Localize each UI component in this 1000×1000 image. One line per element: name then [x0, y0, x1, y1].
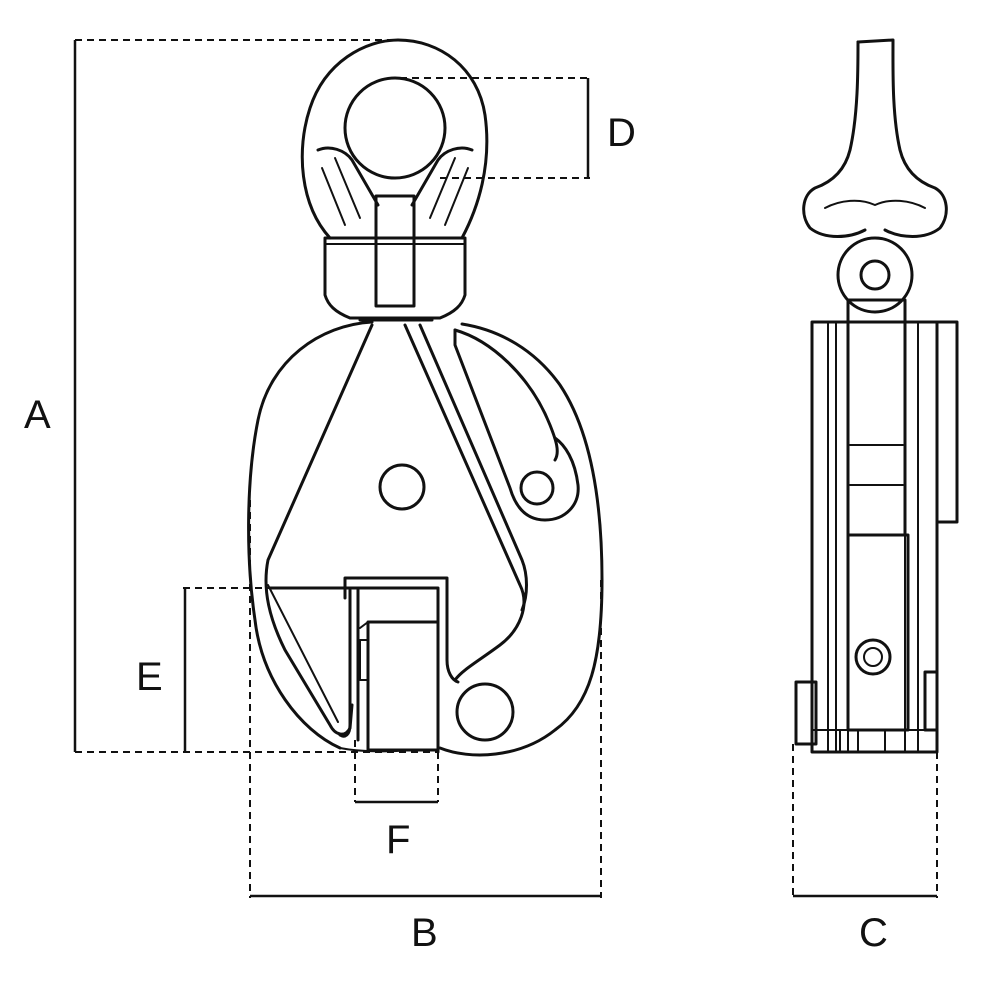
clamp-side-view: [794, 38, 959, 754]
dimension-lines: [73, 39, 938, 898]
jaw-opening: [268, 576, 460, 754]
shackle-ring: [300, 38, 489, 240]
dimension-label-e: E: [136, 655, 163, 699]
clamp-front-view: [247, 38, 604, 757]
lower-pin: [455, 682, 515, 742]
cam-arm: [264, 323, 374, 736]
side-plates: [810, 298, 959, 754]
dimension-label-c: C: [859, 911, 888, 955]
shackle-side: [802, 38, 948, 314]
pivot-pin: [378, 463, 426, 511]
dimension-label-f: F: [386, 818, 411, 862]
clamp-body: [247, 320, 604, 757]
dimension-label-b: B: [411, 911, 438, 955]
swivel-block: [323, 194, 467, 322]
side-base: [794, 670, 939, 753]
dimension-label-d: D: [607, 111, 636, 155]
pivot-lever: [403, 323, 580, 682]
dimension-label-a: A: [24, 393, 51, 437]
